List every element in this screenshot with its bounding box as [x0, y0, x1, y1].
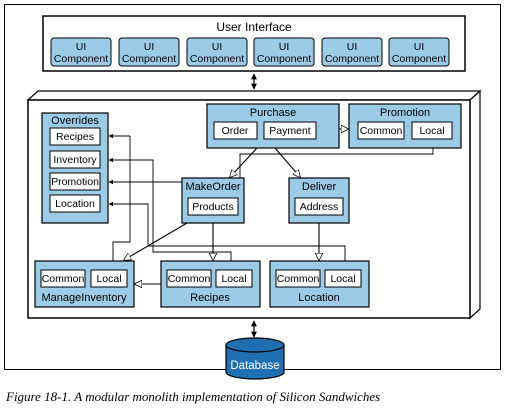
manage-inventory-item-local: Local	[96, 273, 121, 285]
make-order-title: MakeOrder	[185, 181, 240, 193]
overrides-item-promotion: Promotion	[51, 176, 99, 188]
ui-component-line2: Component	[190, 53, 244, 65]
make-order-to-manage-inventory-arrow	[124, 222, 188, 260]
purchase-item-payment: Payment	[269, 125, 311, 137]
user-interface-title: User Interface	[216, 20, 292, 34]
user-interface-panel: User Interface UI Component UI Component…	[42, 15, 466, 72]
promotion-title: Promotion	[380, 107, 430, 119]
make-order-module: MakeOrder Products	[181, 177, 245, 224]
ui-component-line1: UI	[414, 41, 425, 53]
dependency-arrows	[124, 129, 348, 284]
location-title: Location	[298, 292, 340, 304]
deliver-title: Deliver	[302, 181, 337, 193]
ui-component-2: UI Component	[118, 37, 180, 67]
ui-component-4: UI Component	[253, 37, 315, 67]
overrides-recipes-connector	[112, 136, 131, 270]
location-item-common: Common	[277, 273, 320, 285]
purchase-module: Purchase Order Payment	[206, 103, 340, 149]
overrides-module: Overrides Recipes Inventory Promotion Lo…	[41, 112, 109, 224]
ui-component-line1: UI	[347, 41, 358, 53]
ui-component-line1: UI	[76, 41, 87, 53]
promotion-item-local: Local	[419, 125, 444, 137]
purchase-to-make-order-arrow	[230, 147, 258, 177]
ui-component-5: UI Component	[321, 37, 383, 67]
location-item-local: Local	[330, 273, 355, 285]
deliver-module: Deliver Address	[288, 177, 350, 224]
ui-component-line1: UI	[279, 41, 290, 53]
ui-component-line1: UI	[144, 41, 155, 53]
purchase-item-order: Order	[222, 125, 249, 137]
database-icon: Database	[225, 337, 285, 380]
ui-component-1: UI Component	[50, 37, 112, 67]
overrides-title: Overrides	[51, 115, 99, 127]
overrides-item-recipes: Recipes	[56, 131, 94, 143]
deliver-item-address: Address	[300, 201, 339, 213]
manage-inventory-module: Common Local ManageInventory	[34, 260, 135, 308]
make-order-item-products: Products	[192, 201, 233, 213]
recipes-local-to-overrides-connector	[108, 157, 232, 270]
ui-component-6: UI Component	[388, 37, 450, 67]
overrides-item-location: Location	[55, 198, 95, 210]
figure-caption: Figure 18-1. A modular monolith implemen…	[6, 389, 381, 404]
database-label: Database	[230, 360, 279, 372]
ui-component-line1: UI	[212, 41, 223, 53]
ui-component-line2: Component	[122, 53, 176, 65]
ui-component-line2: Component	[54, 53, 108, 65]
ui-component-line2: Component	[257, 53, 311, 65]
ui-component-line2: Component	[325, 53, 379, 65]
manage-inventory-title: ManageInventory	[42, 292, 127, 304]
promotion-item-common: Common	[360, 125, 403, 137]
overrides-item-inventory: Inventory	[53, 154, 97, 166]
purchase-title: Purchase	[250, 107, 296, 119]
ui-component-line2: Component	[392, 53, 446, 65]
promotion-module: Promotion Common Local	[348, 103, 462, 149]
purchase-to-deliver-arrow	[274, 147, 300, 177]
location-module: Common Local Location	[269, 260, 370, 308]
recipes-item-local: Local	[221, 273, 246, 285]
manage-inventory-item-common: Common	[42, 273, 85, 285]
recipes-title: Recipes	[190, 292, 230, 304]
recipes-item-common: Common	[168, 273, 211, 285]
recipes-module: Common Local Recipes	[160, 260, 261, 308]
ui-component-3: UI Component	[186, 37, 248, 67]
